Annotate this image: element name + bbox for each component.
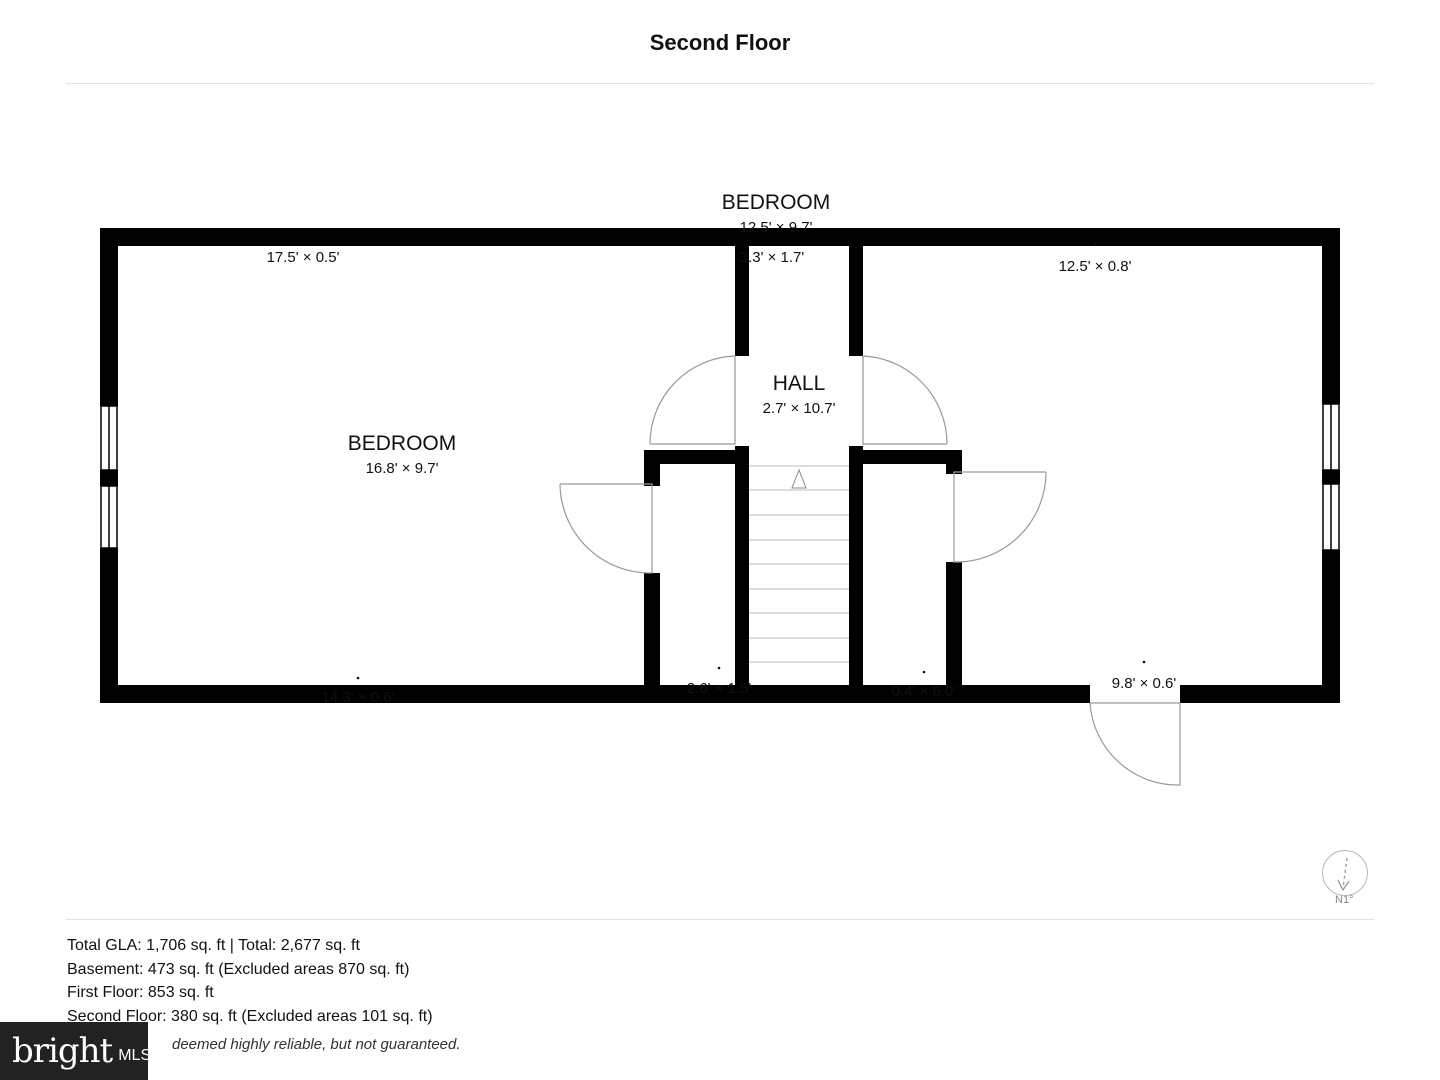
measurement-label: 9.8' × 0.6' [1112,675,1177,692]
area-summary: Total GLA: 1,706 sq. ft | Total: 2,677 s… [67,934,433,1028]
doors [559,355,1181,786]
measurement-label: 0.4' × 6.0' [892,683,957,700]
room-name-hall: HALL [773,372,826,395]
summary-line: Second Floor: 380 sq. ft (Excluded areas… [67,1007,433,1025]
header-divider [66,83,1374,84]
measurement-label: 12.5' × 0.8' [1059,258,1132,275]
measurement-markers [356,242,1146,680]
room-dims-bedroom-top: 12.5' × 9.7' [740,219,813,236]
windows [100,403,1340,551]
disclaimer: deemed highly reliable, but not guarante… [172,1036,461,1053]
interior-walls [644,246,962,686]
summary-line: Total GLA: 1,706 sq. ft | Total: 2,677 s… [67,937,360,954]
room-dims-hall: 2.7' × 10.7' [763,400,836,417]
measurement-label: 3.3' × 1.7' [740,249,805,266]
room-name-bedroom-top: BEDROOM [722,191,831,214]
room-dims-bedroom-left: 16.8' × 9.7' [366,460,439,477]
staircase [749,465,849,663]
outer-walls [100,228,1340,703]
measurement-label: 2.6' × 1.5' [687,680,752,697]
compass-icon [1322,850,1368,896]
summary-line: Basement: 473 sq. ft (Excluded areas 870… [67,960,410,978]
summary-line: First Floor: 853 sq. ft [67,984,214,1001]
footer-divider [66,919,1374,920]
measurement-label: 14.3' × 0.6' [322,689,395,706]
page-title: Second Floor [649,30,791,55]
room-name-bedroom-left: BEDROOM [348,432,457,455]
compass-label: N1° [1335,894,1354,906]
bright-mls-logo: bright MLS [0,1022,151,1080]
measurement-label: 17.5' × 0.5' [267,249,340,266]
